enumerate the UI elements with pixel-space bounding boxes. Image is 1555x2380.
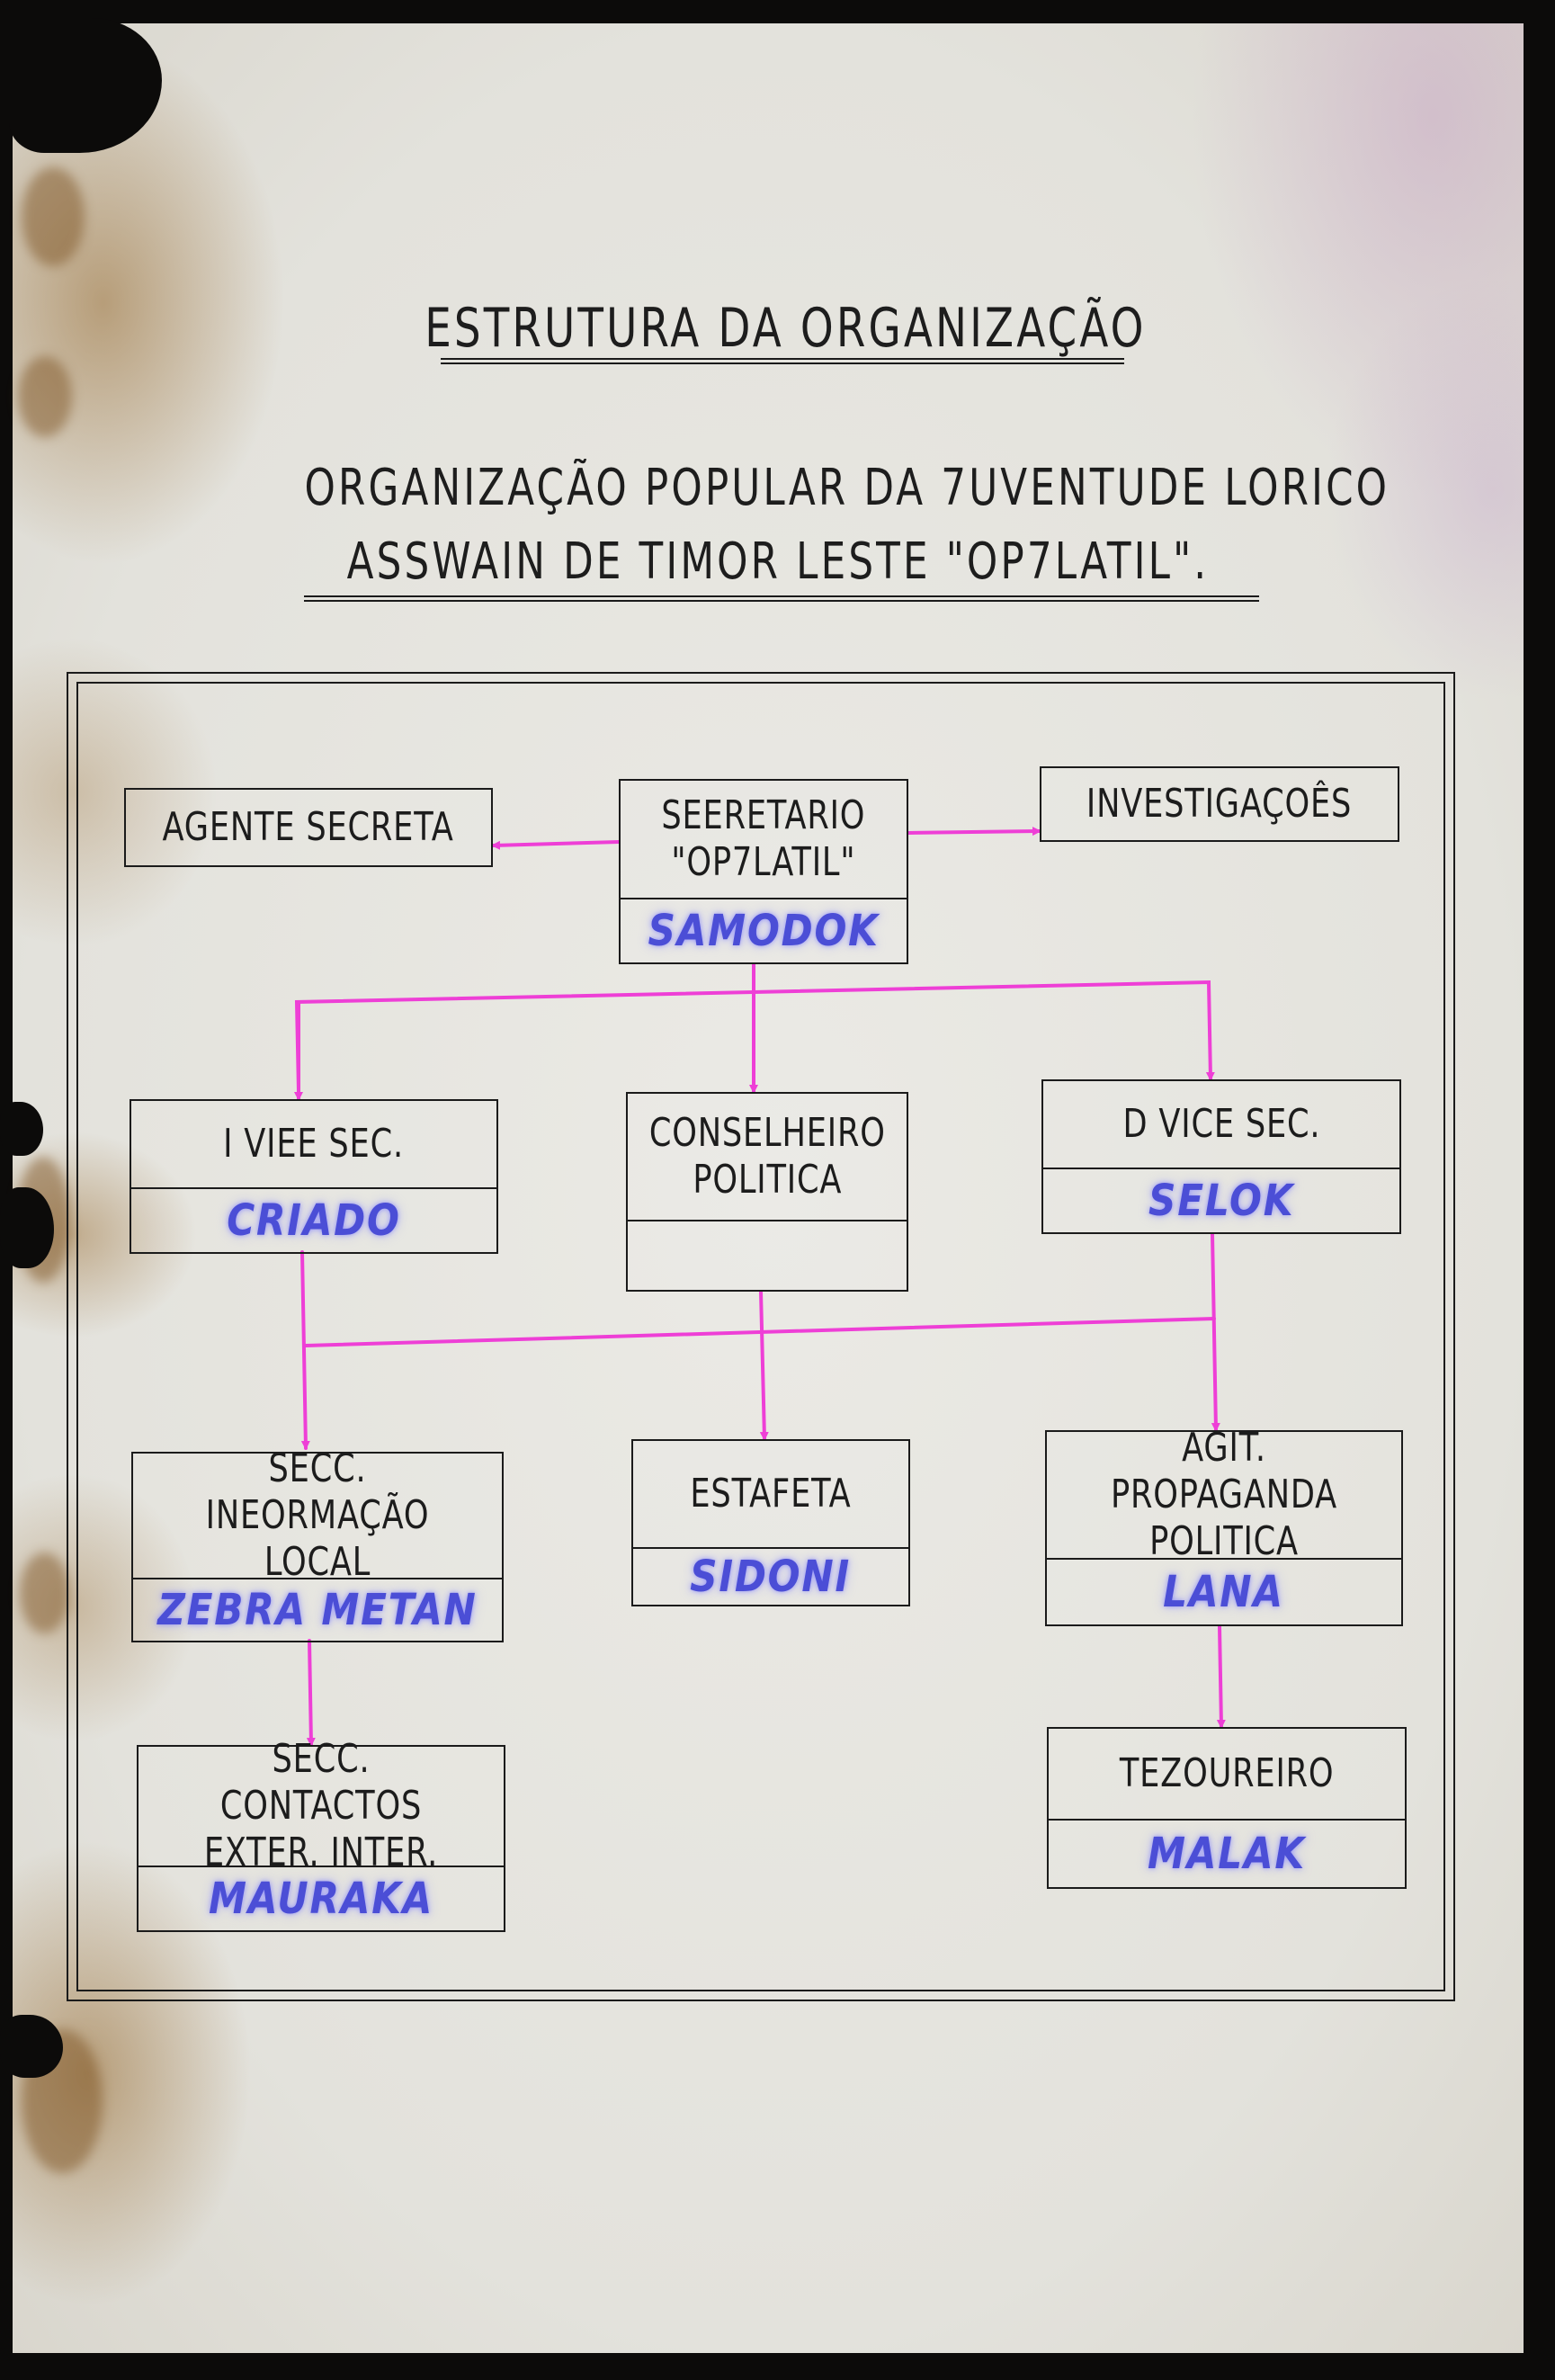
label-i-vice-sec: I VIEE SEC. — [223, 1121, 405, 1167]
box-secc-contactos: SECC. CONTACTOS EXTER. INTER. MAURAKA — [137, 1736, 505, 1932]
connector-to-tezoureiro — [1216, 1624, 1226, 1729]
connector-to-estafeta — [759, 1290, 769, 1441]
stain-mark — [22, 167, 85, 266]
name-malak: MALAK — [1148, 1829, 1306, 1879]
connector-to-investigacoes — [907, 827, 1041, 837]
stain-mark — [20, 1552, 69, 1633]
label-agit-propaganda: AGIT. PROPAGANDA POLITICA — [1110, 1425, 1338, 1564]
label-conselheiro: CONSELHEIRO POLITICA — [648, 1110, 886, 1203]
label-secc-informacao: SECC. INEORMAÇÃO LOCAL — [205, 1445, 430, 1585]
name-criado: CRIADO — [227, 1195, 401, 1246]
box-i-vice-sec: I VIEE SEC. CRIADO — [130, 1099, 498, 1254]
box-estafeta: ESTAFETA SIDONI — [631, 1439, 910, 1606]
paper-sheet — [13, 23, 1524, 2353]
name-lana: LANA — [1163, 1567, 1285, 1617]
name-mauraka: MAURAKA — [208, 1874, 434, 1924]
name-zebra-metan: ZEBRA METAN — [157, 1585, 478, 1635]
label-secc-contactos: SECC. CONTACTOS EXTER. INTER. — [203, 1736, 439, 1875]
label-ii-vice-sec: D VICE SEC. — [1122, 1101, 1320, 1147]
paper-hole — [0, 1102, 43, 1156]
name-sidoni: SIDONI — [690, 1552, 852, 1602]
box-agente-secreta: AGENTE SECRETA — [124, 788, 493, 867]
label-secretario: SEERETARIO "OP7LATIL" — [661, 792, 866, 885]
box-secretario: SEERETARIO "OP7LATIL" SAMODOK — [619, 779, 908, 964]
box-investigacoes: INVESTIGAÇOÊS — [1040, 766, 1399, 842]
box-agit-propaganda: AGIT. PROPAGANDA POLITICA LANA — [1045, 1425, 1403, 1626]
connector-to-agit-propaganda — [1211, 1232, 1220, 1432]
label-agente-secreta: AGENTE SECRETA — [162, 804, 455, 850]
box-ii-vice-sec: D VICE SEC. SELOK — [1041, 1079, 1401, 1234]
connector-to-secc-informacao — [300, 1250, 310, 1450]
connector-middle-branch — [304, 1317, 1216, 1347]
document-title: ESTRUTURA DA ORGANIZAÇÃO — [424, 297, 1147, 360]
title-underline — [441, 358, 1124, 364]
label-investigacoes: INVESTIGAÇOÊS — [1086, 781, 1353, 827]
name-selok: SELOK — [1148, 1176, 1295, 1226]
organization-name-line2: ASSWAIN DE TIMOR LESTE "OP7LATIL". — [346, 532, 1210, 591]
diagram-frame-inner — [76, 682, 1445, 1991]
box-secc-informacao: SECC. INEORMAÇÃO LOCAL ZEBRA METAN — [131, 1445, 504, 1642]
label-tezoureiro: TEZOUREIRO — [1119, 1750, 1335, 1796]
stain-mark — [18, 356, 72, 437]
paper-hole — [0, 2015, 63, 2078]
box-conselheiro: CONSELHEIRO POLITICA — [626, 1092, 908, 1292]
box-tezoureiro: TEZOUREIRO MALAK — [1047, 1727, 1407, 1889]
paper-hole — [0, 1187, 54, 1268]
connector-to-agente-secreta — [491, 840, 621, 850]
connector-to-secc-contactos — [306, 1639, 316, 1747]
label-estafeta: ESTAFETA — [690, 1471, 852, 1517]
name-samodok: SAMODOK — [648, 906, 880, 956]
torn-corner — [9, 18, 162, 153]
diagram-frame-outer — [67, 672, 1455, 2001]
subtitle-underline — [304, 595, 1259, 602]
organization-name-line1: ORGANIZAÇÃO POPULAR DA 7UVENTUDE LORICO — [304, 459, 1390, 517]
